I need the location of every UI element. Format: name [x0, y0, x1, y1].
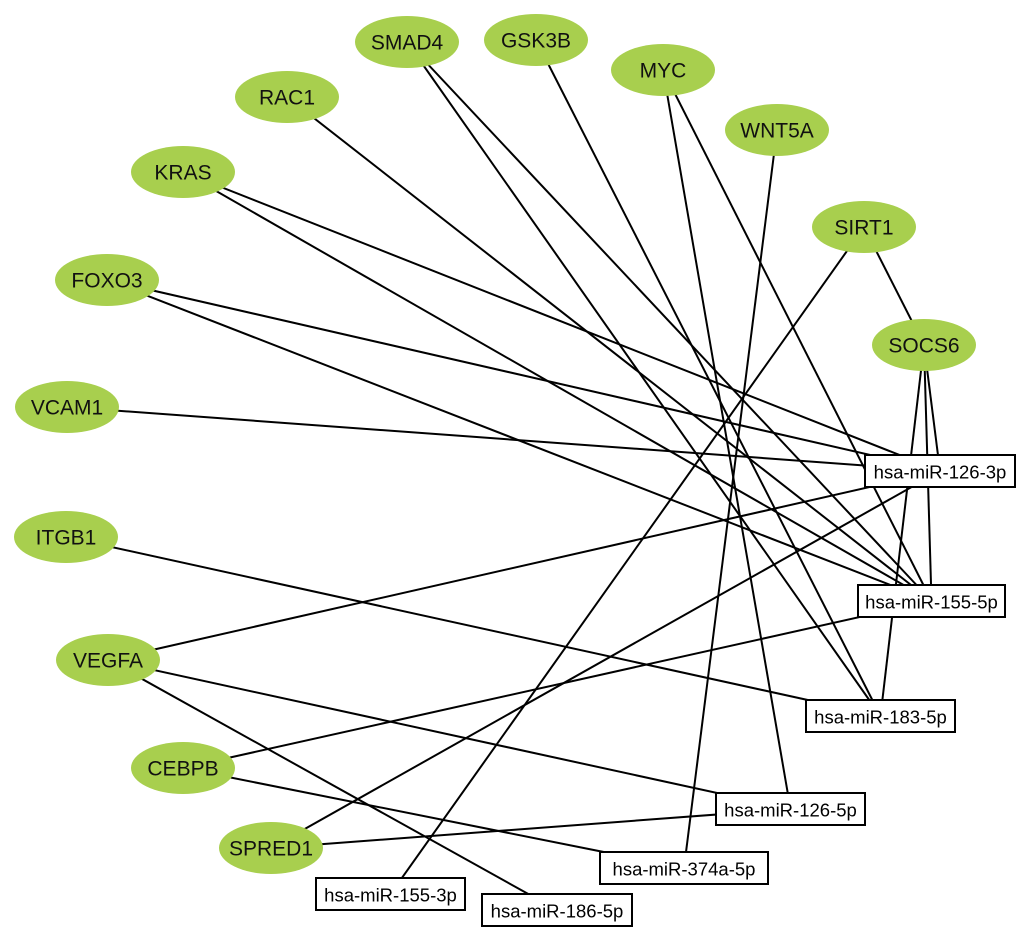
- mirna-label: hsa-miR-155-5p: [865, 592, 998, 613]
- gene-node-smad4[interactable]: SMAD4: [355, 16, 459, 68]
- mirna-node-hsa-mir-155-3p[interactable]: hsa-miR-155-3p: [315, 877, 466, 911]
- gene-label: GSK3B: [501, 30, 571, 53]
- edge-rac1-hsa-mir-155-5p: [286, 96, 933, 602]
- node-layer: hsa-miR-126-3p hsa-miR-155-5p hsa-miR-183-…: [14, 14, 1016, 927]
- mirna-box: [599, 851, 769, 885]
- gene-label: WNT5A: [740, 120, 814, 143]
- gene-label: RAC1: [259, 87, 315, 110]
- edge-vegfa-hsa-mir-126-3p: [107, 470, 941, 661]
- edge-vcam1-hsa-mir-126-3p: [66, 406, 941, 472]
- mirna-label: hsa-miR-155-3p: [324, 885, 457, 906]
- gene-node-cebpb[interactable]: CEBPB: [131, 742, 235, 794]
- gene-node-wnt5a[interactable]: WNT5A: [725, 104, 829, 156]
- gene-node-gsk3b[interactable]: GSK3B: [484, 14, 588, 66]
- gene-label: SOCS6: [888, 335, 959, 358]
- gene-node-foxo3[interactable]: FOXO3: [55, 254, 159, 306]
- mirna-node-hsa-mir-186-5p[interactable]: hsa-miR-186-5p: [481, 893, 633, 927]
- gene-ellipse: [131, 742, 235, 794]
- gene-node-socs6[interactable]: SOCS6: [872, 319, 976, 371]
- edge-kras-hsa-mir-126-3p: [182, 171, 941, 472]
- gene-label: KRAS: [154, 162, 211, 185]
- edge-smad4-hsa-mir-183-5p: [406, 41, 882, 717]
- mirna-box: [805, 699, 956, 733]
- edge-spred1-hsa-mir-126-5p: [270, 808, 791, 849]
- gene-ellipse: [219, 822, 323, 874]
- mirna-label: hsa-miR-126-5p: [724, 800, 857, 821]
- edge-itgb1-hsa-mir-183-5p: [65, 536, 881, 717]
- gene-ellipse: [725, 104, 829, 156]
- edge-wnt5a-hsa-mir-374a-5p: [683, 129, 778, 869]
- gene-label: MYC: [640, 60, 687, 83]
- gene-ellipse: [235, 71, 339, 123]
- gene-label: SMAD4: [371, 32, 444, 55]
- gene-ellipse: [55, 254, 159, 306]
- gene-node-vegfa[interactable]: VEGFA: [56, 634, 160, 686]
- gene-ellipse: [14, 511, 118, 563]
- edge-gsk3b-hsa-mir-183-5p: [535, 39, 882, 717]
- mirna-label: hsa-miR-126-3p: [874, 462, 1007, 483]
- gene-ellipse: [131, 146, 235, 198]
- edge-vegfa-hsa-mir-126-5p: [107, 659, 791, 810]
- mirna-node-hsa-mir-374a-5p[interactable]: hsa-miR-374a-5p: [599, 851, 769, 885]
- gene-node-itgb1[interactable]: ITGB1: [14, 511, 118, 563]
- gene-label: FOXO3: [71, 270, 142, 293]
- edge-smad4-hsa-mir-155-5p: [406, 41, 933, 602]
- gene-node-sirt1[interactable]: SIRT1: [812, 201, 916, 253]
- mirna-node-hsa-mir-126-3p[interactable]: hsa-miR-126-3p: [864, 454, 1016, 488]
- edge-vegfa-hsa-mir-186-5p: [107, 659, 558, 911]
- gene-node-kras[interactable]: KRAS: [131, 146, 235, 198]
- mirna-label: hsa-miR-374a-5p: [613, 859, 756, 880]
- gene-ellipse: [355, 16, 459, 68]
- mirna-node-hsa-mir-183-5p[interactable]: hsa-miR-183-5p: [805, 699, 956, 733]
- gene-label: ITGB1: [36, 527, 97, 550]
- gene-label: CEBPB: [147, 758, 218, 781]
- gene-ellipse: [611, 44, 715, 96]
- mirna-box: [481, 893, 633, 927]
- edge-myc-hsa-mir-126-5p: [662, 69, 792, 810]
- edge-cebpb-hsa-mir-155-5p: [182, 600, 932, 769]
- gene-ellipse: [484, 14, 588, 66]
- mirna-box: [715, 792, 866, 826]
- gene-label: VEGFA: [73, 650, 143, 673]
- mirna-box: [864, 454, 1016, 488]
- gene-ellipse: [56, 634, 160, 686]
- gene-ellipse: [812, 201, 916, 253]
- gene-ellipse: [872, 319, 976, 371]
- mirna-box: [315, 877, 466, 911]
- edge-sirt1-hsa-mir-155-3p: [389, 226, 865, 895]
- mirna-box: [857, 584, 1006, 618]
- mirna-node-hsa-mir-155-5p[interactable]: hsa-miR-155-5p: [857, 584, 1006, 618]
- edge-spred1-hsa-mir-126-3p: [270, 470, 941, 849]
- edge-kras-hsa-mir-155-5p: [182, 171, 932, 602]
- gene-ellipse: [15, 381, 119, 433]
- gene-label: SPRED1: [229, 838, 313, 861]
- gene-label: SIRT1: [834, 217, 893, 240]
- mirna-label: hsa-miR-186-5p: [491, 901, 624, 922]
- gene-node-vcam1[interactable]: VCAM1: [15, 381, 119, 433]
- gene-label: VCAM1: [31, 397, 103, 420]
- mirna-node-hsa-mir-126-5p[interactable]: hsa-miR-126-5p: [715, 792, 866, 826]
- edge-socs6-hsa-mir-183-5p: [879, 344, 925, 717]
- gene-node-spred1[interactable]: SPRED1: [219, 822, 323, 874]
- edge-myc-hsa-mir-155-5p: [662, 69, 933, 602]
- edge-foxo3-hsa-mir-126-3p: [106, 279, 941, 472]
- gene-node-rac1[interactable]: RAC1: [235, 71, 339, 123]
- mirna-label: hsa-miR-183-5p: [814, 707, 947, 728]
- gene-node-myc[interactable]: MYC: [611, 44, 715, 96]
